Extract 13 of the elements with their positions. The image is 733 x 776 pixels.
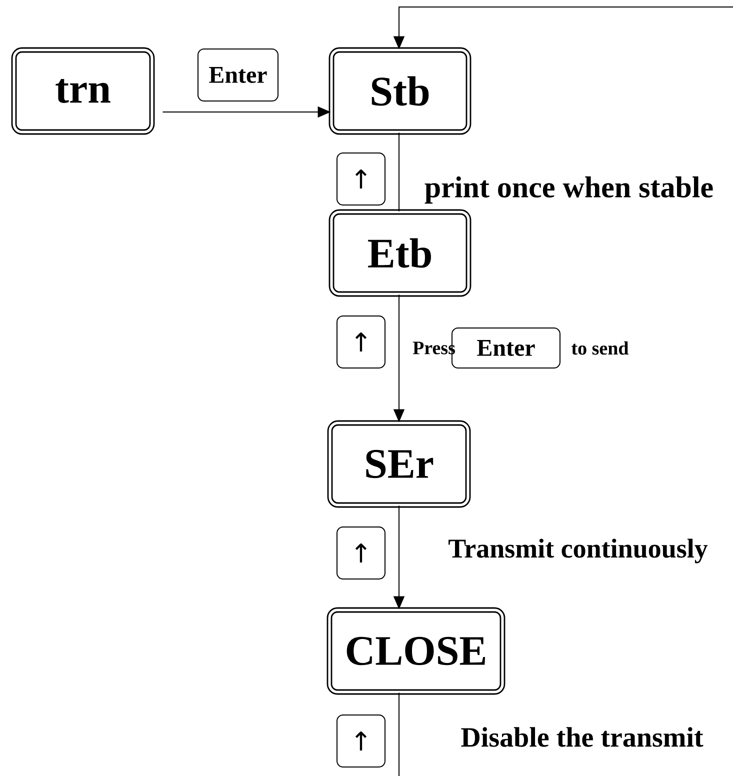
note-text: print once when stable	[424, 176, 713, 204]
arrow-key-button: ↑	[336, 316, 386, 368]
note-text: Transmit continuously	[448, 538, 708, 564]
key-button: Enter	[198, 48, 278, 102]
arrow-key-button: ↑	[336, 526, 386, 580]
note-text: Disable the transmit	[461, 727, 704, 747]
display-box: trn	[11, 47, 155, 135]
arrow-key-button: ↑	[336, 714, 386, 768]
arrow-key-button: ↑	[336, 152, 386, 206]
display-box: SEr	[327, 420, 471, 508]
display-box: Stb	[328, 47, 472, 135]
display-box: Etb	[328, 209, 472, 297]
display-box: CLOSE	[326, 607, 506, 695]
